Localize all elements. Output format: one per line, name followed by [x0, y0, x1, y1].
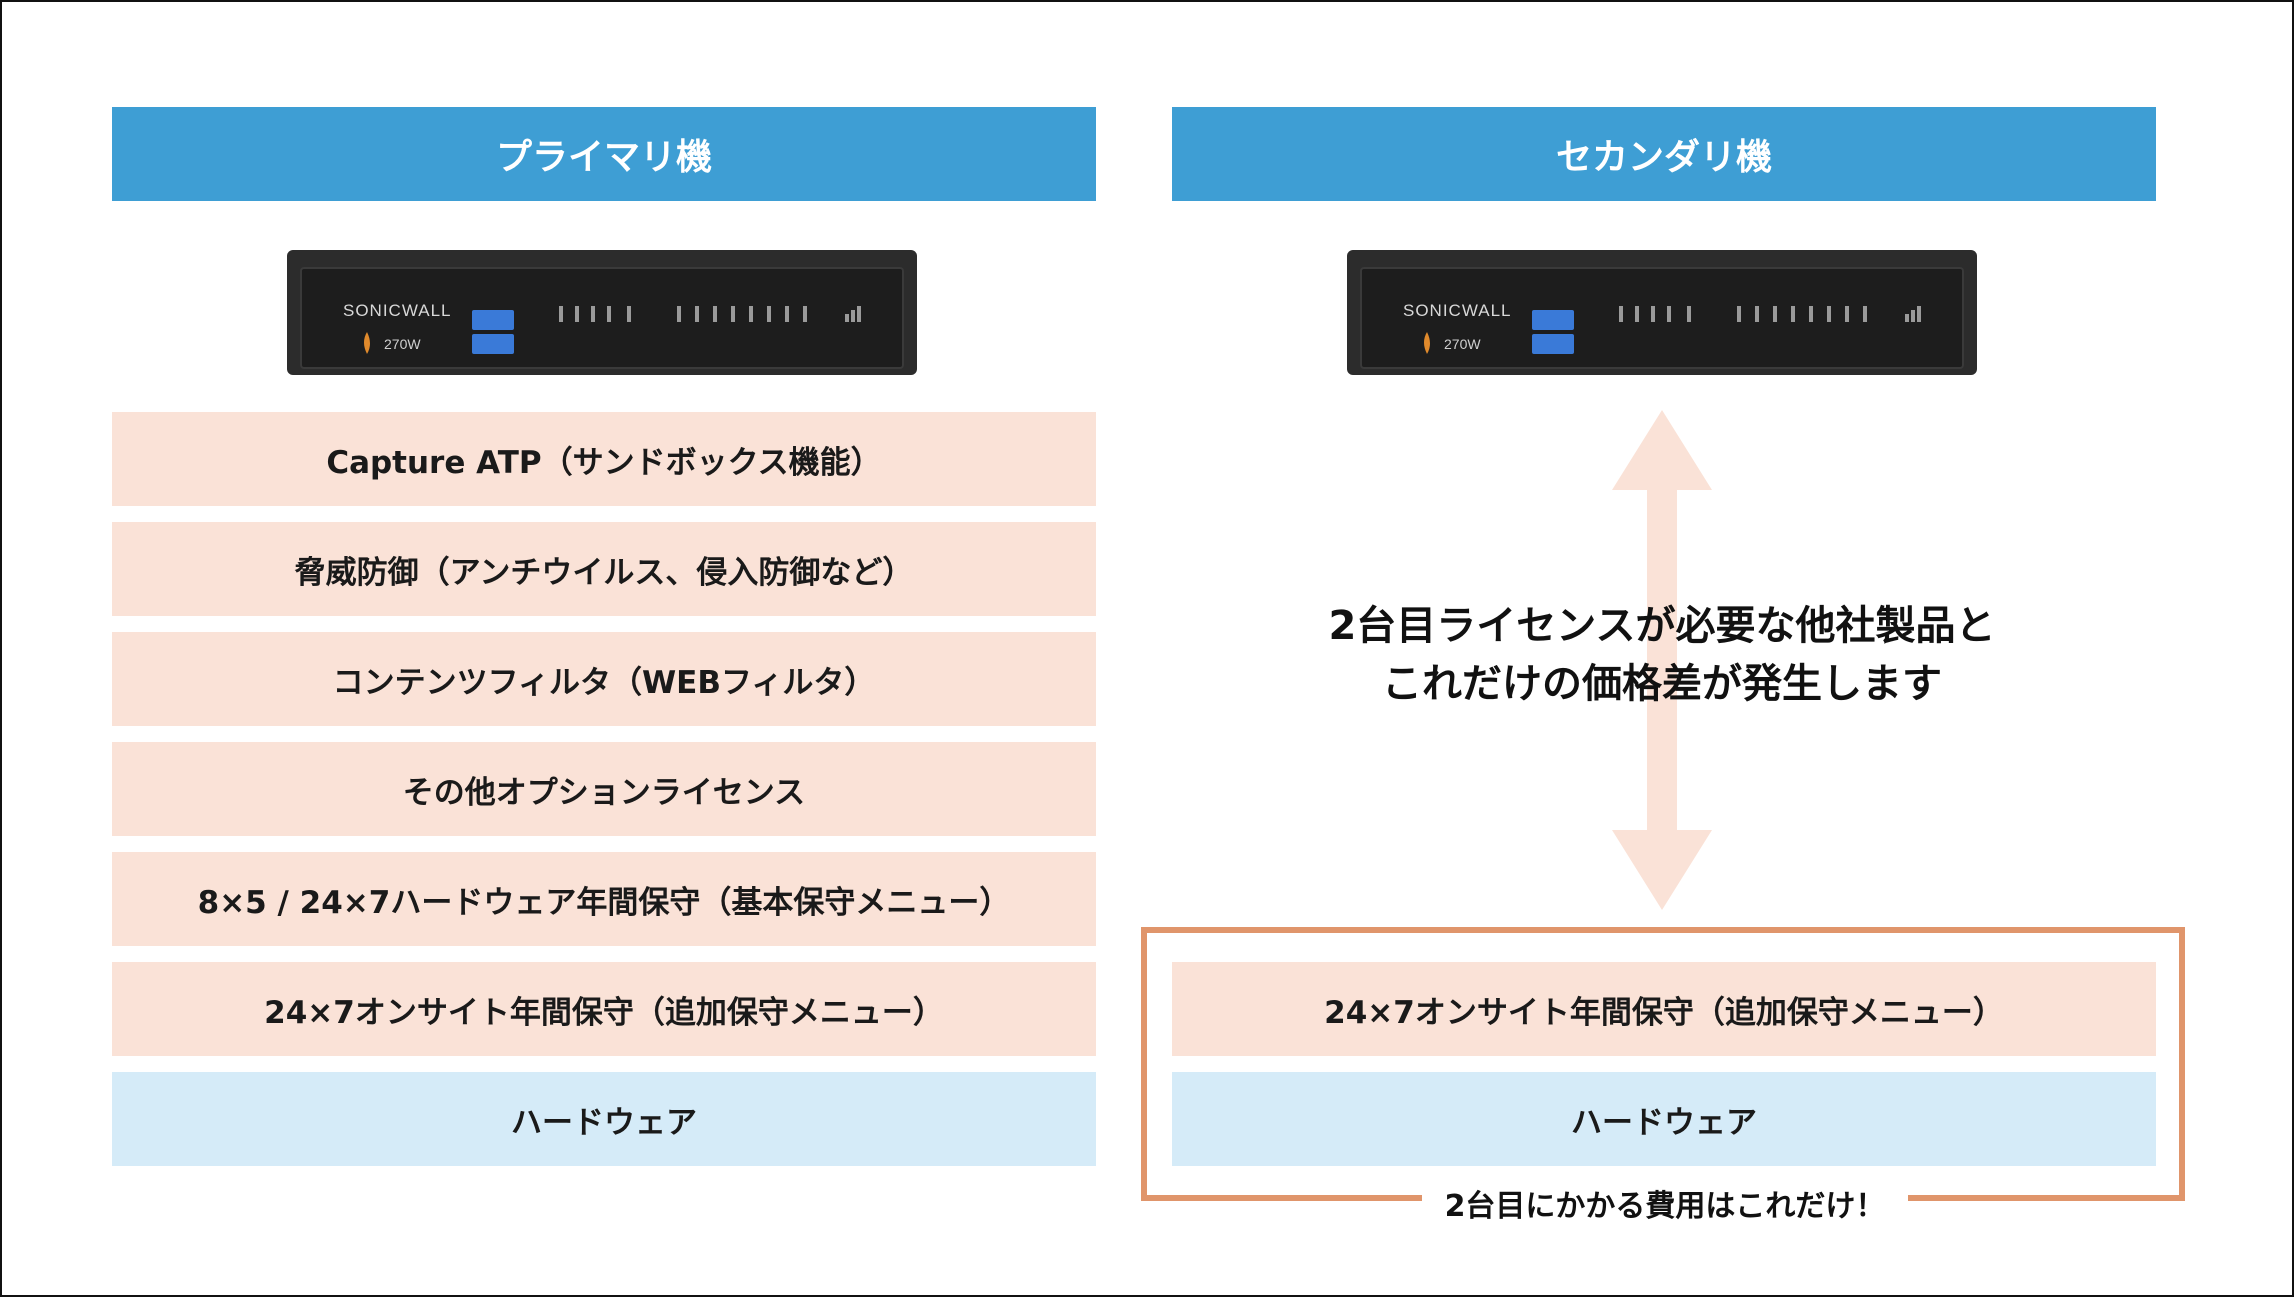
primary-row-label: その他オプションライセンス	[402, 774, 806, 811]
secondary-device-brand: SONICWALL	[1403, 301, 1512, 320]
comparison-line-2: これだけの価格差が発生します	[1382, 661, 1942, 707]
primary-row-label: 24×7オンサイト年間保守（追加保守メニュー）	[264, 994, 944, 1031]
secondary-device-image: SONICWALL 270W	[1347, 250, 1977, 375]
box-caption-label: 2台目にかかる費用はこれだけ！	[1444, 1189, 1886, 1224]
primary-row-label: コンテンツフィルタ（WEBフィルタ）	[332, 664, 876, 701]
primary-row-label: 脅威防御（アンチウイルス、侵入防御など）	[294, 554, 914, 591]
secondary-row-hardware: ハードウェア	[1172, 1072, 2156, 1166]
primary-title: プライマリ機	[495, 137, 712, 178]
secondary-row-label: ハードウェア	[1571, 1104, 1757, 1141]
primary-row-label: Capture ATP（サンドボックス機能）	[326, 444, 882, 481]
primary-row-capture-atp: Capture ATP（サンドボックス機能）	[112, 412, 1096, 506]
primary-row-other-licenses: その他オプションライセンス	[112, 742, 1096, 836]
secondary-device-model: 270W	[1444, 336, 1481, 352]
primary-row-content-filter: コンテンツフィルタ（WEBフィルタ）	[112, 632, 1096, 726]
primary-device-brand: SONICWALL	[343, 301, 452, 320]
comparison-line-1: 2台目ライセンスが必要な他社製品と	[1328, 603, 1996, 649]
secondary-box-caption: 2台目にかかる費用はこれだけ！	[1422, 1180, 1908, 1226]
secondary-row-onsite-maintenance: 24×7オンサイト年間保守（追加保守メニュー）	[1172, 962, 2156, 1056]
secondary-title: セカンダリ機	[1555, 137, 1772, 178]
primary-row-onsite-maintenance: 24×7オンサイト年間保守（追加保守メニュー）	[112, 962, 1096, 1056]
primary-row-hardware: ハードウェア	[112, 1072, 1096, 1166]
double-arrow-icon	[1612, 410, 1712, 910]
primary-header: プライマリ機	[112, 107, 1096, 201]
primary-row-threat-prevention: 脅威防御（アンチウイルス、侵入防御など）	[112, 522, 1096, 616]
primary-row-label: 8×5 / 24×7ハードウェア年間保守（基本保守メニュー）	[197, 884, 1011, 921]
secondary-header: セカンダリ機	[1172, 107, 2156, 201]
primary-row-hardware-maintenance: 8×5 / 24×7ハードウェア年間保守（基本保守メニュー）	[112, 852, 1096, 946]
primary-device-model: 270W	[384, 336, 421, 352]
primary-row-label: ハードウェア	[511, 1104, 697, 1141]
secondary-row-label: 24×7オンサイト年間保守（追加保守メニュー）	[1324, 994, 2004, 1031]
comparison-text: 2台目ライセンスが必要な他社製品と これだけの価格差が発生します	[1222, 597, 2102, 713]
primary-device-image: SONICWALL 270W	[287, 250, 917, 375]
